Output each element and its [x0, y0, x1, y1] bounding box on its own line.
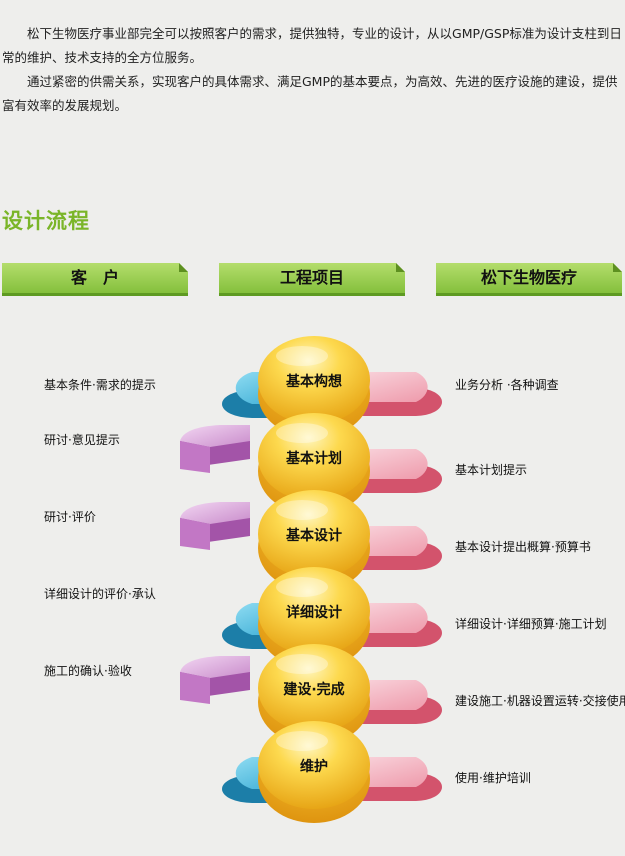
process-step	[180, 490, 442, 592]
panasonic-label: 建设施工·机器设置运转·交接使用	[455, 694, 625, 708]
panasonic-label: 详细设计·详细预算·施工计划	[455, 617, 607, 631]
banner-shape-icon	[219, 263, 405, 296]
process-step	[222, 721, 442, 823]
stage-label: 维护	[300, 759, 328, 775]
customer-label: 研讨·意见提示	[44, 433, 120, 447]
column-header-project: 工程项目	[219, 263, 405, 296]
panasonic-label: 基本设计提出概算·预算书	[455, 540, 591, 554]
stage-label: 建设·完成	[283, 682, 345, 698]
left-wing-shape	[180, 502, 250, 550]
intro-paragraph-1: 松下生物医疗事业部完全可以按照客户的需求，提供独特，专业的设计，从以GMP/GS…	[2, 26, 622, 65]
column-header-panasonic: 松下生物医疗	[436, 263, 622, 296]
intro-text: 松下生物医疗事业部完全可以按照客户的需求，提供独特，专业的设计，从以GMP/GS…	[2, 22, 622, 118]
stage-sphere-shape	[258, 490, 370, 592]
column-header-customer-label: 客 户	[70, 268, 119, 287]
stage-sphere-shape	[258, 721, 370, 823]
intro-paragraph-2: 通过紧密的供需关系，实现客户的具体需求、满足GMP的基本要点，为高效、先进的医疗…	[2, 74, 618, 113]
process-step	[180, 413, 442, 515]
section-title: 设计流程	[2, 209, 90, 233]
stage-label: 详细设计	[286, 605, 342, 621]
banner-shape-icon	[2, 263, 188, 296]
column-header-panasonic-label: 松下生物医疗	[480, 268, 577, 287]
column-header-customer: 客 户	[2, 263, 188, 296]
process-flow-diagram	[180, 336, 442, 823]
stage-label: 基本计划	[286, 451, 342, 467]
left-wing-shape	[180, 656, 250, 704]
stage-sphere-shape	[258, 413, 370, 515]
stage-sphere-shape	[258, 644, 370, 746]
banner-shape-icon	[436, 263, 622, 296]
column-header-project-label: 工程项目	[279, 268, 344, 287]
process-step	[222, 336, 442, 438]
stage-sphere-shape	[258, 336, 370, 438]
panasonic-label: 基本计划提示	[455, 463, 528, 477]
process-step	[222, 567, 442, 669]
customer-label: 详细设计的评价·承认	[44, 587, 156, 601]
panasonic-label: 使用·维护培训	[455, 771, 531, 785]
stage-label: 基本构想	[286, 374, 342, 390]
process-step	[180, 644, 442, 746]
left-wing-shape	[180, 425, 250, 473]
stage-sphere-shape	[258, 567, 370, 669]
customer-label: 研讨·评价	[44, 510, 96, 524]
panasonic-label: 业务分析 ·各种调查	[455, 378, 559, 392]
stage-label: 基本设计	[286, 528, 342, 544]
customer-label: 基本条件·需求的提示	[44, 378, 156, 392]
customer-label: 施工的确认·验收	[44, 664, 132, 678]
